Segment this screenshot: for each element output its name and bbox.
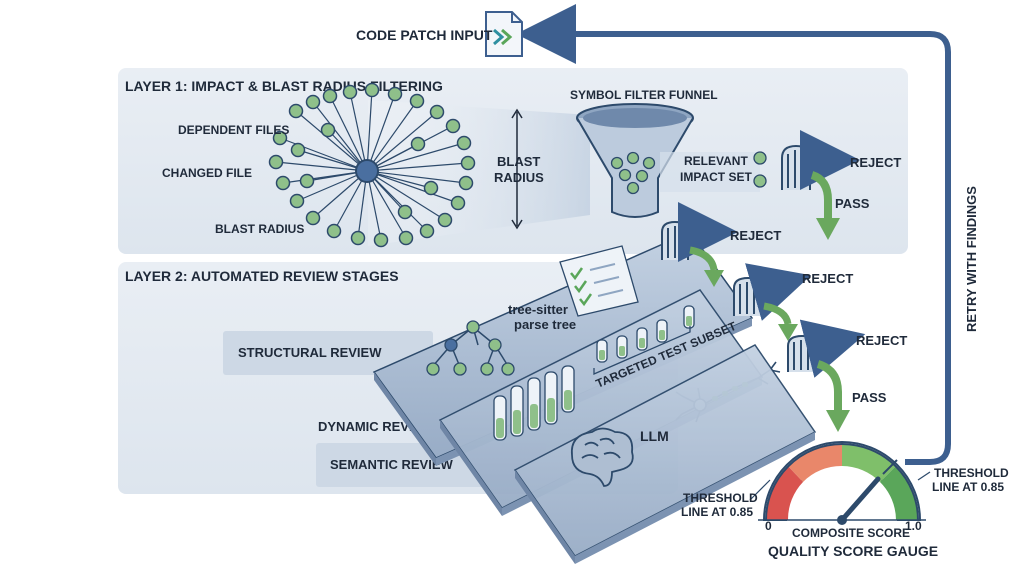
reject-label-3: REJECT: [856, 333, 907, 348]
threshold-left-label-1: THRESHOLD: [683, 491, 758, 505]
gauge-segment: [880, 466, 919, 520]
pass-arrow: [763, 302, 792, 325]
gauge-min-label: 0: [765, 519, 772, 533]
quality-gauge: [749, 441, 931, 525]
structural-review-label: STRUCTURAL REVIEW: [238, 345, 382, 360]
brain-icon: [570, 427, 634, 487]
impact-node: [753, 151, 767, 165]
gate-icon: [781, 144, 811, 190]
llm-label: LLM: [640, 428, 669, 444]
changed-file-node: [355, 159, 379, 183]
gauge-title: QUALITY SCORE GAUGE: [768, 543, 938, 559]
reject-label-1: REJECT: [730, 228, 781, 243]
parse-tree-label-2: parse tree: [514, 317, 576, 332]
threshold-left-label-2: LINE AT 0.85: [681, 505, 753, 519]
threshold-right-label-2: LINE AT 0.85: [932, 480, 1004, 494]
composite-score-label: COMPOSITE SCORE: [792, 526, 910, 540]
layer1-reject-label: REJECT: [850, 155, 901, 170]
blast-radius-beam: [368, 100, 590, 246]
semantic-review-label: SEMANTIC REVIEW: [330, 457, 454, 472]
reject-arrow: [799, 319, 866, 378]
blast-radius-span-label-1: BLAST: [497, 154, 540, 169]
gate-icon: [787, 334, 817, 372]
retry-loop-path: [516, 4, 951, 465]
pass-arrow: [816, 360, 842, 412]
pass-arrow: [810, 171, 832, 222]
layer1-pass-label: PASS: [835, 196, 870, 211]
gate-icon: [661, 220, 689, 260]
pass-arrow: [689, 246, 718, 271]
layer1-title: LAYER 1: IMPACT & BLAST RADIUS FILTERING: [125, 78, 443, 94]
funnel-icon: [576, 103, 694, 218]
dependent-files-label: DEPENDENT FILES: [178, 123, 289, 137]
gate-icon: [733, 276, 763, 316]
impact-set-label-2: IMPACT SET: [680, 170, 752, 184]
document-icon: [485, 11, 523, 57]
layer2-pass-label: PASS: [852, 390, 887, 405]
semantic-slab: [513, 344, 817, 564]
gauge-segment: [842, 443, 896, 482]
input-label: CODE PATCH INPUT: [356, 27, 493, 43]
reject-arrow: [745, 263, 812, 321]
impact-node: [753, 174, 767, 188]
gauge-segment: [765, 466, 803, 520]
impact-set-label-1: RELEVANT: [684, 154, 748, 168]
gauge-max-label: 1.0: [905, 519, 922, 533]
gauge-needle: [839, 476, 881, 523]
layer2-title: LAYER 2: AUTOMATED REVIEW STAGES: [125, 268, 399, 284]
blast-radius-label: BLAST RADIUS: [215, 222, 304, 236]
dependency-graph: [268, 82, 476, 248]
gauge-segment: [788, 443, 842, 482]
retry-label: RETRY WITH FINDINGS: [964, 186, 979, 332]
threshold-right-label-1: THRESHOLD: [934, 466, 1009, 480]
blast-radius-span-label-2: RADIUS: [494, 170, 544, 185]
structural-review-bar: [223, 331, 433, 375]
changed-file-label: CHANGED FILE: [162, 166, 252, 180]
funnel-title: SYMBOL FILTER FUNNEL: [570, 88, 718, 102]
parse-tree-label-1: tree-sitter: [508, 302, 568, 317]
reject-label-2: REJECT: [802, 271, 853, 286]
